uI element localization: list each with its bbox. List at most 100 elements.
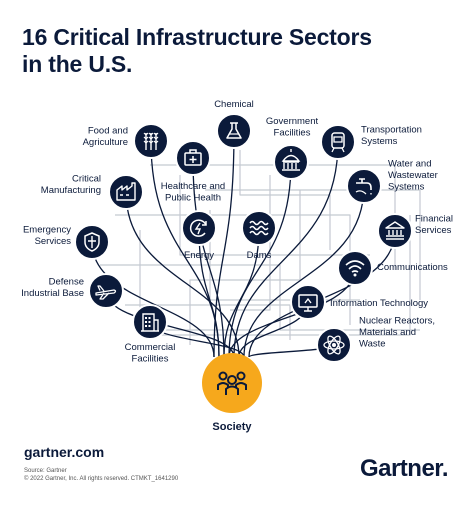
brand-text: Gartner bbox=[359, 455, 442, 482]
connector-critical-manufacturing bbox=[125, 191, 240, 358]
atom-icon bbox=[323, 335, 345, 355]
connection-lines bbox=[91, 130, 421, 358]
society-node: Society bbox=[202, 353, 262, 433]
sector-label-line: Information Technology bbox=[330, 298, 428, 309]
sector-label-line: Communications bbox=[377, 262, 448, 273]
sector-node-energy bbox=[181, 210, 217, 246]
sector-nodes bbox=[74, 113, 413, 363]
sector-label-chemical: Chemical bbox=[214, 99, 254, 110]
circuit-line bbox=[179, 175, 370, 256]
sector-label-line: Facilities bbox=[132, 354, 169, 365]
sector-node-defense bbox=[88, 273, 124, 309]
monitor-icon bbox=[298, 294, 318, 312]
connector-transportation bbox=[233, 141, 339, 358]
society-label: Society bbox=[212, 421, 252, 433]
sector-label-dams: Dams bbox=[247, 250, 272, 261]
shield-icon bbox=[84, 232, 100, 252]
sector-label-line: Defense bbox=[49, 276, 84, 287]
sector-label-line: Systems bbox=[388, 182, 425, 193]
sector-node-critical-manufacturing bbox=[108, 174, 144, 210]
sector-node-nuclear bbox=[316, 327, 352, 363]
sector-label-line: Public Health bbox=[165, 193, 221, 204]
connector-dams bbox=[223, 227, 260, 358]
sector-label-line: Agriculture bbox=[83, 137, 128, 148]
circuit-line bbox=[205, 189, 421, 300]
sector-node-transportation bbox=[320, 124, 356, 160]
sector-label-line: Wastewater bbox=[388, 170, 438, 181]
sector-label-line: Water and bbox=[388, 159, 431, 170]
people-icon bbox=[217, 371, 247, 395]
sector-label-line: Critical bbox=[72, 173, 101, 184]
sector-label-line: Government bbox=[266, 116, 319, 127]
sector-node-government-facilities bbox=[273, 144, 309, 180]
capitol-icon bbox=[281, 149, 301, 171]
society-circle bbox=[202, 353, 262, 413]
footer-source: Source: Gartner © 2022 Gartner, Inc. All… bbox=[24, 467, 178, 483]
circuit-line bbox=[239, 150, 331, 250]
sector-label-line: Dams bbox=[247, 250, 272, 261]
sector-label-line: Services bbox=[35, 236, 72, 247]
sector-node-water bbox=[346, 168, 382, 204]
jet-icon bbox=[95, 285, 117, 300]
sector-label-line: Chemical bbox=[214, 99, 254, 110]
copyright-text: © 2022 Gartner, Inc. All rights reserved… bbox=[24, 476, 179, 482]
sector-label-line: Emergency bbox=[23, 224, 71, 235]
energy-icon bbox=[189, 219, 207, 237]
factory-icon bbox=[116, 182, 136, 201]
sector-node-healthcare bbox=[175, 140, 211, 176]
sector-node-dams bbox=[241, 210, 277, 246]
sector-label-line: Food and bbox=[88, 125, 128, 136]
connector-emergency bbox=[91, 241, 215, 358]
title-line-1: 16 Critical Infrastructure Sectors bbox=[22, 24, 372, 50]
connector-healthcare bbox=[192, 157, 225, 358]
wheat-icon bbox=[143, 132, 159, 150]
bank-icon bbox=[385, 221, 405, 240]
brand-logo: Gartner. bbox=[359, 455, 449, 482]
sector-label-communications: Communications bbox=[377, 262, 448, 273]
train-icon bbox=[331, 132, 345, 153]
sector-node-information-technology bbox=[290, 284, 326, 320]
page-title: 16 Critical Infrastructure Sectors in th… bbox=[22, 24, 372, 78]
sector-label-line: Transportation bbox=[361, 124, 422, 135]
sector-label-line: Financial bbox=[415, 213, 453, 224]
sector-node-chemical bbox=[216, 113, 252, 149]
sector-label-line: Energy bbox=[184, 250, 214, 261]
sector-label-line: Facilities bbox=[274, 128, 311, 139]
sector-node-communications bbox=[337, 250, 373, 286]
waves-icon bbox=[249, 220, 269, 236]
sector-label-line: Manufacturing bbox=[41, 185, 101, 196]
building-icon bbox=[141, 313, 159, 332]
sector-label-line: Waste bbox=[359, 339, 386, 350]
flask-icon bbox=[226, 122, 242, 139]
sector-label-line: Materials and bbox=[359, 327, 416, 338]
faucet-icon bbox=[355, 178, 372, 195]
connector-chemical bbox=[213, 130, 235, 358]
sector-label-information-technology: Information Technology bbox=[330, 298, 428, 309]
sector-label-line: Healthcare and bbox=[161, 181, 225, 192]
footer-url[interactable]: gartner.com bbox=[24, 444, 105, 460]
sector-label-line: Services bbox=[415, 225, 452, 236]
connector-energy bbox=[198, 227, 220, 358]
circuit-line bbox=[189, 190, 301, 345]
sector-label-energy: Energy bbox=[184, 250, 214, 261]
medical-kit-icon bbox=[184, 149, 202, 166]
title-line-2: in the U.S. bbox=[22, 51, 133, 77]
circuit-line bbox=[160, 215, 411, 336]
sector-node-commercial bbox=[132, 304, 168, 340]
sector-label-line: Systems bbox=[361, 136, 398, 147]
sector-label-line: Industrial Base bbox=[21, 288, 84, 299]
sector-node-food-agriculture bbox=[133, 123, 169, 159]
sector-label-line: Nuclear Reactors, bbox=[359, 316, 435, 327]
